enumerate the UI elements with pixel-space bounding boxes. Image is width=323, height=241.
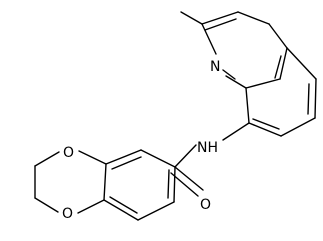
- bond-carbonyl-o-1: [174, 166, 204, 191]
- bond-ar-o-top: [78, 150, 107, 165]
- bond-o-ar-bottom: [77, 199, 105, 214]
- bond-c7-c8-inner: [252, 118, 280, 130]
- atom-nh-amide: NH: [197, 140, 218, 156]
- bond-c2-c3: [201, 11, 239, 25]
- bond-nh-carbonyl: [174, 144, 197, 168]
- bond-ch2-o-bottom: [34, 197, 59, 213]
- bond-c5-c6: [314, 78, 317, 119]
- bond-n1-inner: [222, 69, 236, 80]
- bond-c7-c8: [248, 122, 282, 137]
- bond-c4a-c8a: [279, 47, 288, 80]
- bonds: [34, 11, 317, 221]
- bond-ar-3-inner: [109, 196, 138, 214]
- atom-labels: N NH O O O: [62, 59, 220, 222]
- atom-n-quinoline: N: [210, 59, 220, 75]
- bond-c8-c8a: [245, 87, 250, 124]
- bond-c4a-c5: [286, 47, 317, 80]
- bond-carbonyl-o-2: [170, 172, 199, 197]
- bond-c4-c4a: [268, 23, 288, 49]
- bond-c2-n1: [201, 23, 217, 55]
- bond-methyl: [180, 11, 203, 25]
- bond-ar-1: [105, 149, 142, 165]
- bond-ar-1-inner: [111, 156, 142, 170]
- atom-o-ring-top: O: [63, 145, 74, 161]
- bond-c8-nh: [222, 122, 250, 141]
- atom-o-carbonyl: O: [200, 197, 211, 213]
- bond-carbonyl-ring: [140, 149, 176, 168]
- bond-c6-c7: [280, 117, 316, 137]
- bond-o-ch2-top: [34, 151, 60, 167]
- bond-ar-5-inner: [167, 169, 170, 199]
- bond-c4a-c8a-inner: [274, 55, 282, 79]
- bond-ar-3: [103, 199, 139, 221]
- bond-ar-2: [103, 163, 107, 201]
- atom-o-ring-bottom: O: [62, 206, 73, 222]
- molecule-structure: N NH O O O: [34, 11, 317, 222]
- bond-ar-5: [173, 166, 176, 203]
- bond-c2-c3-inner: [204, 18, 237, 31]
- bond-c8a-n1: [245, 78, 281, 89]
- bond-c5-c6-inner: [307, 83, 310, 115]
- structure-canvas: N NH O O O: [34, 11, 317, 222]
- bond-ar-4: [137, 201, 175, 221]
- bond-c3-c4: [237, 11, 270, 25]
- bond-c8a-c8: [225, 75, 247, 89]
